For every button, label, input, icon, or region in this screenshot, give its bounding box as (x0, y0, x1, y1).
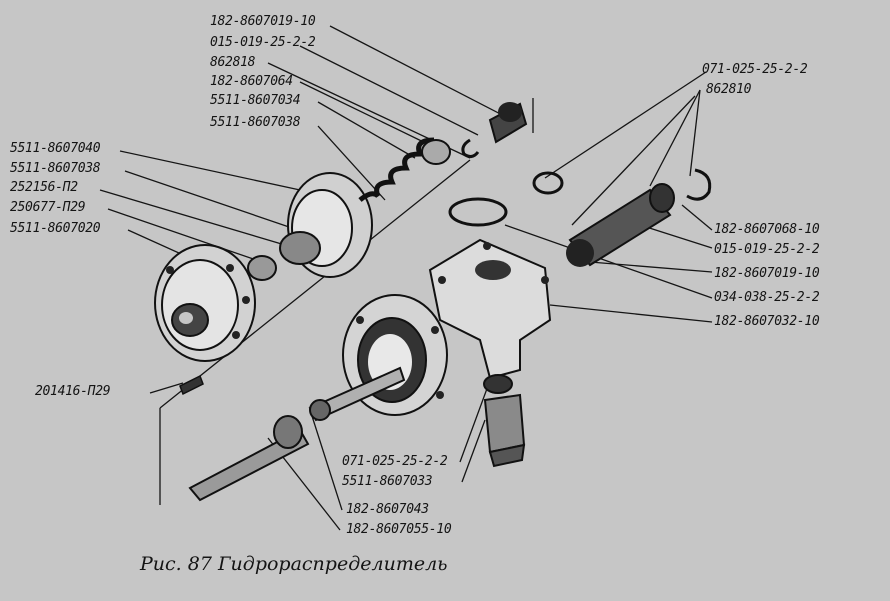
leader-lines (99, 25, 713, 531)
part-label: 015-019-25-2-2 (714, 242, 820, 257)
part-label: 182-8607019-10 (210, 14, 316, 29)
spool-right (566, 183, 675, 267)
part-label: 5511-8607020 (10, 221, 101, 236)
part-label: 862818 (210, 55, 256, 70)
part-label: 201416-П29 (35, 384, 111, 399)
part-label: 182-8607032-10 (714, 314, 820, 329)
part-label: 071-025-25-2-2 (702, 62, 808, 77)
part-label: 5511-8607033 (342, 474, 433, 489)
part-label: 5511-8607038 (210, 115, 301, 130)
part-label: 250677-П29 (10, 200, 86, 215)
part-label: 182-8607064 (210, 74, 293, 89)
cover-with-spring (247, 137, 480, 281)
part-label: 5511-8607034 (210, 93, 301, 108)
part-label: 862810 (706, 82, 752, 97)
valve-body (428, 238, 552, 380)
part-label: 015-019-25-2-2 (210, 35, 316, 50)
part-label: 182-8607068-10 (714, 222, 820, 237)
part-label: 252156-П2 (10, 180, 78, 195)
seal-rings (448, 168, 712, 394)
part-label: 5511-8607040 (10, 141, 101, 156)
part-label: 182-8607019-10 (714, 266, 820, 281)
part-label: 5511-8607038 (10, 161, 101, 176)
part-label: 034-038-25-2-2 (714, 290, 820, 305)
part-label: 071-025-25-2-2 (342, 454, 448, 469)
housing-flange-left (154, 244, 256, 362)
fitting (483, 393, 526, 468)
part-label: 182-8607055-10 (346, 522, 452, 537)
figure-caption: Рис. 87 Гидрораспределитель (140, 553, 448, 575)
shaft (179, 366, 406, 502)
part-label: 182-8607043 (346, 502, 429, 517)
spool-upper (488, 102, 528, 144)
